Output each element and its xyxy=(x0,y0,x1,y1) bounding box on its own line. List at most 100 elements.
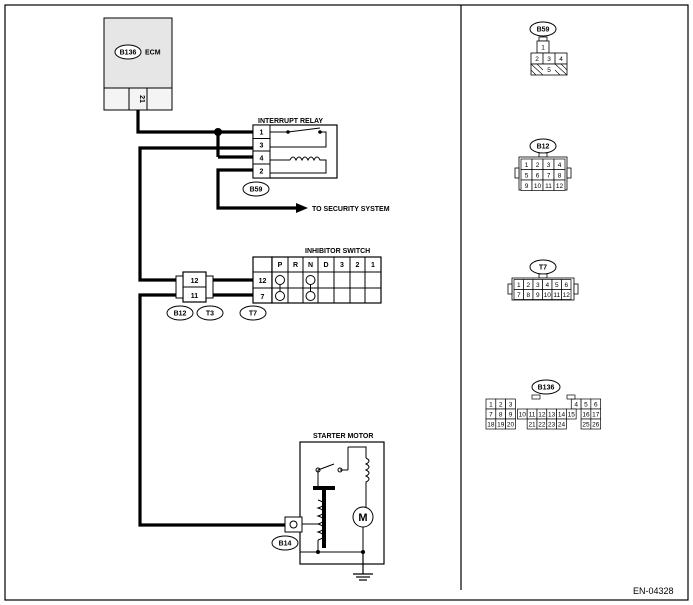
continuity-n-row2 xyxy=(305,291,316,301)
pin-number: 24 xyxy=(558,422,566,429)
b59-pin-3: 3 xyxy=(547,56,551,63)
pin-number: 10 xyxy=(519,412,527,419)
pin-number: 6 xyxy=(594,402,598,409)
connector-label-group: B12 T3 T7 xyxy=(166,305,267,321)
pin-number: 2 xyxy=(526,282,530,289)
pin-number: 16 xyxy=(582,412,590,419)
ecm-connector-badge xyxy=(114,44,142,60)
security-arrow xyxy=(296,203,308,213)
diagram-code: EN-04328 xyxy=(633,586,674,596)
position-3: 3 xyxy=(340,262,344,269)
connector-label-t7: T7 xyxy=(249,311,257,318)
pin-number: 8 xyxy=(558,173,562,180)
relay-coil-icon xyxy=(270,156,327,174)
pin-cell xyxy=(556,418,567,430)
continuity-p-row1 xyxy=(275,275,285,285)
b59-pin-1: 1 xyxy=(541,45,545,52)
pin-cell xyxy=(561,289,572,300)
pin-number: 1 xyxy=(489,402,493,409)
view-b59-label: B59 xyxy=(537,27,550,34)
continuity-n-row1 xyxy=(305,275,316,285)
pin-number: 3 xyxy=(547,162,551,169)
starter-connector-label: B14 xyxy=(279,541,292,548)
pin-number: 8 xyxy=(526,292,530,299)
pin-number: 4 xyxy=(558,162,562,169)
pin-number: 5 xyxy=(525,173,529,180)
inhibitor-switch: INHIBITOR SWITCH 12 7 P R N D 3 2 1 xyxy=(252,248,382,304)
pin-number: 15 xyxy=(568,412,576,419)
pin-number: 12 xyxy=(563,292,571,299)
pin-number: 20 xyxy=(507,422,515,429)
locking-tab xyxy=(566,394,576,400)
connector-view-b59: B59 1 2 3 4 5 xyxy=(529,21,568,76)
joint-pin-11: 11 xyxy=(191,293,199,300)
interrupt-relay-title: INTERRUPT RELAY xyxy=(258,118,323,125)
splice-point xyxy=(214,128,222,136)
pin-number: 6 xyxy=(536,173,540,180)
pin-number: 25 xyxy=(582,422,590,429)
position-n: N xyxy=(308,262,313,269)
pin-number: 3 xyxy=(509,402,513,409)
relay-pin-4: 4 xyxy=(260,156,264,163)
field-coil-icon xyxy=(364,457,370,494)
pin-cell xyxy=(590,418,602,430)
pin-number: 5 xyxy=(584,402,588,409)
view-b12-label: B12 xyxy=(537,144,550,151)
pin-number: 18 xyxy=(487,422,495,429)
pin-number: 9 xyxy=(509,412,513,419)
position-d: D xyxy=(323,262,328,269)
pin-number: 7 xyxy=(489,412,493,419)
view-t7-label: T7 xyxy=(539,265,547,272)
b59-pin-5: 5 xyxy=(547,67,551,74)
pin-cell xyxy=(505,418,516,430)
connector-label-t3: T3 xyxy=(206,311,214,318)
joint-connector: 12 11 xyxy=(175,271,214,303)
ground-icon xyxy=(353,552,373,581)
relay-pin-1: 1 xyxy=(260,130,264,137)
pin-number: 9 xyxy=(525,183,529,190)
relay-pin-3: 3 xyxy=(260,143,264,150)
relay-connector-label: B59 xyxy=(250,187,263,194)
locking-tab xyxy=(531,394,541,400)
ecm-connector-label: B136 xyxy=(120,50,137,57)
pin-number: 22 xyxy=(538,422,546,429)
pin-number: 2 xyxy=(536,162,540,169)
pin-number: 1 xyxy=(517,282,521,289)
diagram-frame xyxy=(4,4,689,601)
connector-label-b12: B12 xyxy=(174,311,187,318)
position-p: P xyxy=(278,262,283,269)
solenoid-plunger xyxy=(313,486,335,490)
interrupt-relay: INTERRUPT RELAY 1 3 4 2 B59 xyxy=(242,118,338,197)
pin-number: 11 xyxy=(553,292,560,299)
starter-motor: STARTER MOTOR B14 M xyxy=(271,433,385,581)
b59-pin-4: 4 xyxy=(559,56,563,63)
inhibitor-pin-12: 12 xyxy=(259,278,267,285)
inhibitor-pin-7: 7 xyxy=(261,294,265,301)
pin-number: 8 xyxy=(499,412,503,419)
ecm-pin-21: 21 xyxy=(138,95,145,103)
pin-number: 1 xyxy=(525,162,529,169)
relay-pin-2: 2 xyxy=(260,169,264,176)
relay-connector-badge xyxy=(242,181,270,197)
pin-number: 26 xyxy=(592,422,600,429)
pin-number: 4 xyxy=(545,282,549,289)
position-2: 2 xyxy=(356,262,360,269)
pin-number: 10 xyxy=(534,183,542,190)
inhibitor-switch-title: INHIBITOR SWITCH xyxy=(305,248,370,255)
pin-number: 3 xyxy=(536,282,540,289)
pin-number: 9 xyxy=(536,292,540,299)
pin-number: 14 xyxy=(558,412,566,419)
ecm-title: ECM xyxy=(145,50,161,57)
relay-contact-switch xyxy=(270,127,327,148)
pin-number: 11 xyxy=(545,183,552,190)
pin-number: 11 xyxy=(529,412,536,419)
ecm-unit: B136 ECM 21 xyxy=(103,17,173,111)
pin-number: 12 xyxy=(538,412,546,419)
motor-symbol: M xyxy=(358,512,367,524)
pin-number: 17 xyxy=(592,412,600,419)
pin-number: 19 xyxy=(497,422,505,429)
b59-pin-2: 2 xyxy=(535,56,539,63)
